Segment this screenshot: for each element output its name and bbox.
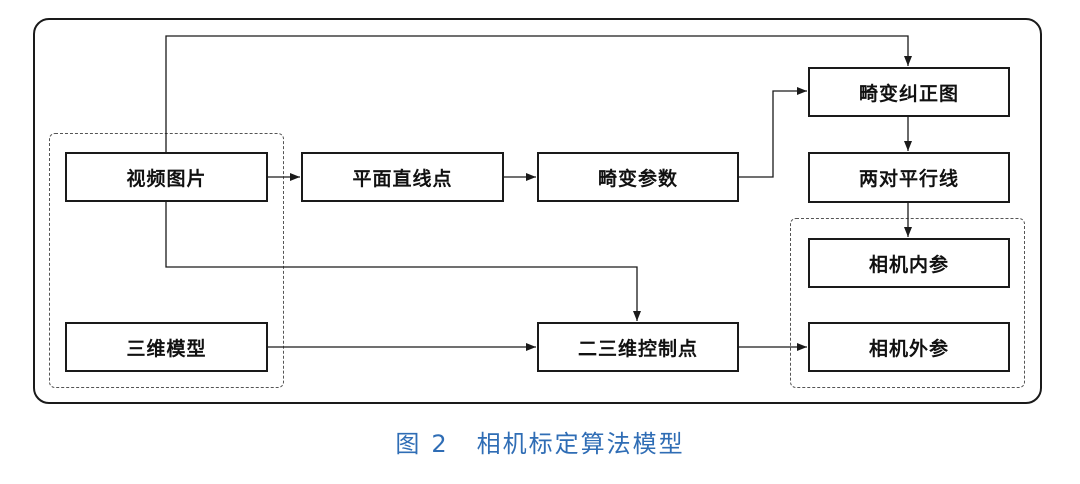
arrow-video-to-control-points — [165, 202, 641, 321]
arrow-distortion-to-undistorted — [739, 87, 807, 178]
figure-label: 图 — [395, 430, 422, 458]
node-undistorted-image: 畸变纠正图 — [808, 67, 1010, 117]
node-control-points: 二三维控制点 — [537, 322, 739, 372]
node-extrinsics: 相机外参 — [808, 322, 1010, 372]
figure-title: 相机标定算法模型 — [476, 430, 685, 458]
figure-number: 2 — [431, 430, 449, 458]
node-intrinsics: 相机内参 — [808, 238, 1010, 288]
node-3d-model: 三维模型 — [65, 322, 268, 372]
node-plane-line-points: 平面直线点 — [301, 152, 504, 202]
node-video-image: 视频图片 — [65, 152, 268, 202]
diagram-frame — [33, 18, 1042, 404]
node-distortion-params: 畸变参数 — [537, 152, 739, 202]
node-parallel-lines: 两对平行线 — [808, 152, 1010, 203]
arrow-video-to-undistorted — [165, 35, 912, 152]
